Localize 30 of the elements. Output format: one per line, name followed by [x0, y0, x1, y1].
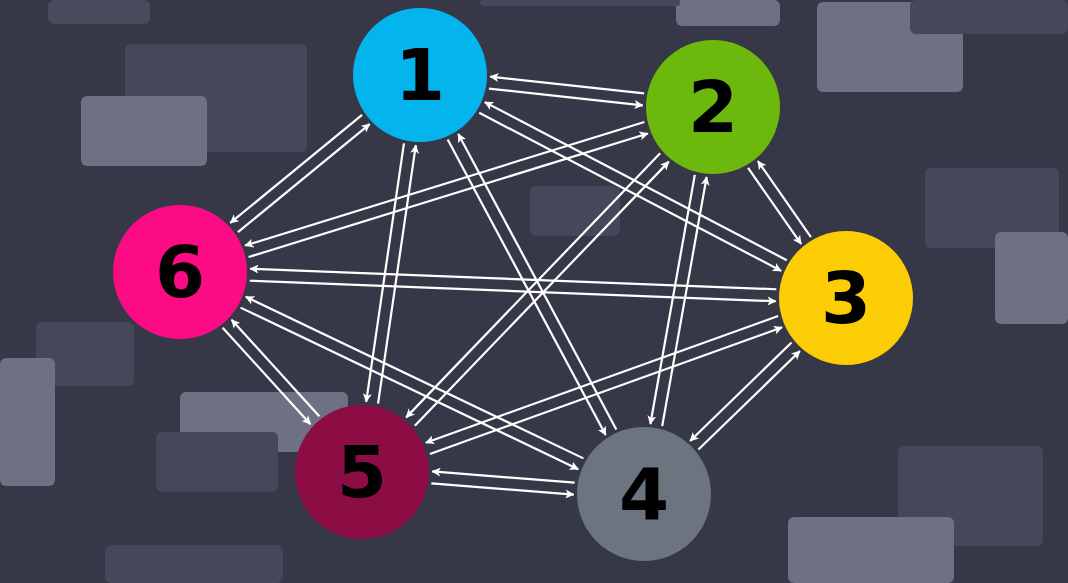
- arrow: [457, 133, 618, 430]
- arrow: [237, 123, 371, 234]
- arrow: [757, 160, 812, 238]
- node-number: 4: [618, 458, 670, 530]
- node-number: 5: [336, 436, 388, 508]
- arrow: [221, 327, 312, 425]
- arrow: [689, 341, 793, 442]
- arrow: [431, 467, 575, 484]
- arrow: [429, 325, 783, 455]
- arrow: [647, 174, 696, 425]
- arrow: [488, 87, 644, 109]
- node-number: 6: [154, 236, 206, 308]
- arrow: [249, 279, 777, 306]
- arrow: [747, 167, 802, 245]
- arrow: [244, 120, 645, 248]
- arrow: [446, 139, 607, 436]
- arrow: [362, 143, 406, 403]
- arrow: [230, 319, 321, 417]
- node-number: 1: [394, 39, 446, 111]
- arrow: [376, 144, 420, 404]
- arrow: [697, 350, 801, 451]
- arrow: [431, 482, 575, 499]
- node-number: 3: [820, 262, 872, 334]
- node-number: 2: [687, 71, 739, 143]
- arrow: [661, 176, 710, 427]
- arrow: [489, 73, 645, 95]
- arrow: [425, 315, 779, 445]
- arrow: [229, 113, 363, 224]
- arrow: [248, 131, 649, 259]
- arrow: [249, 264, 777, 291]
